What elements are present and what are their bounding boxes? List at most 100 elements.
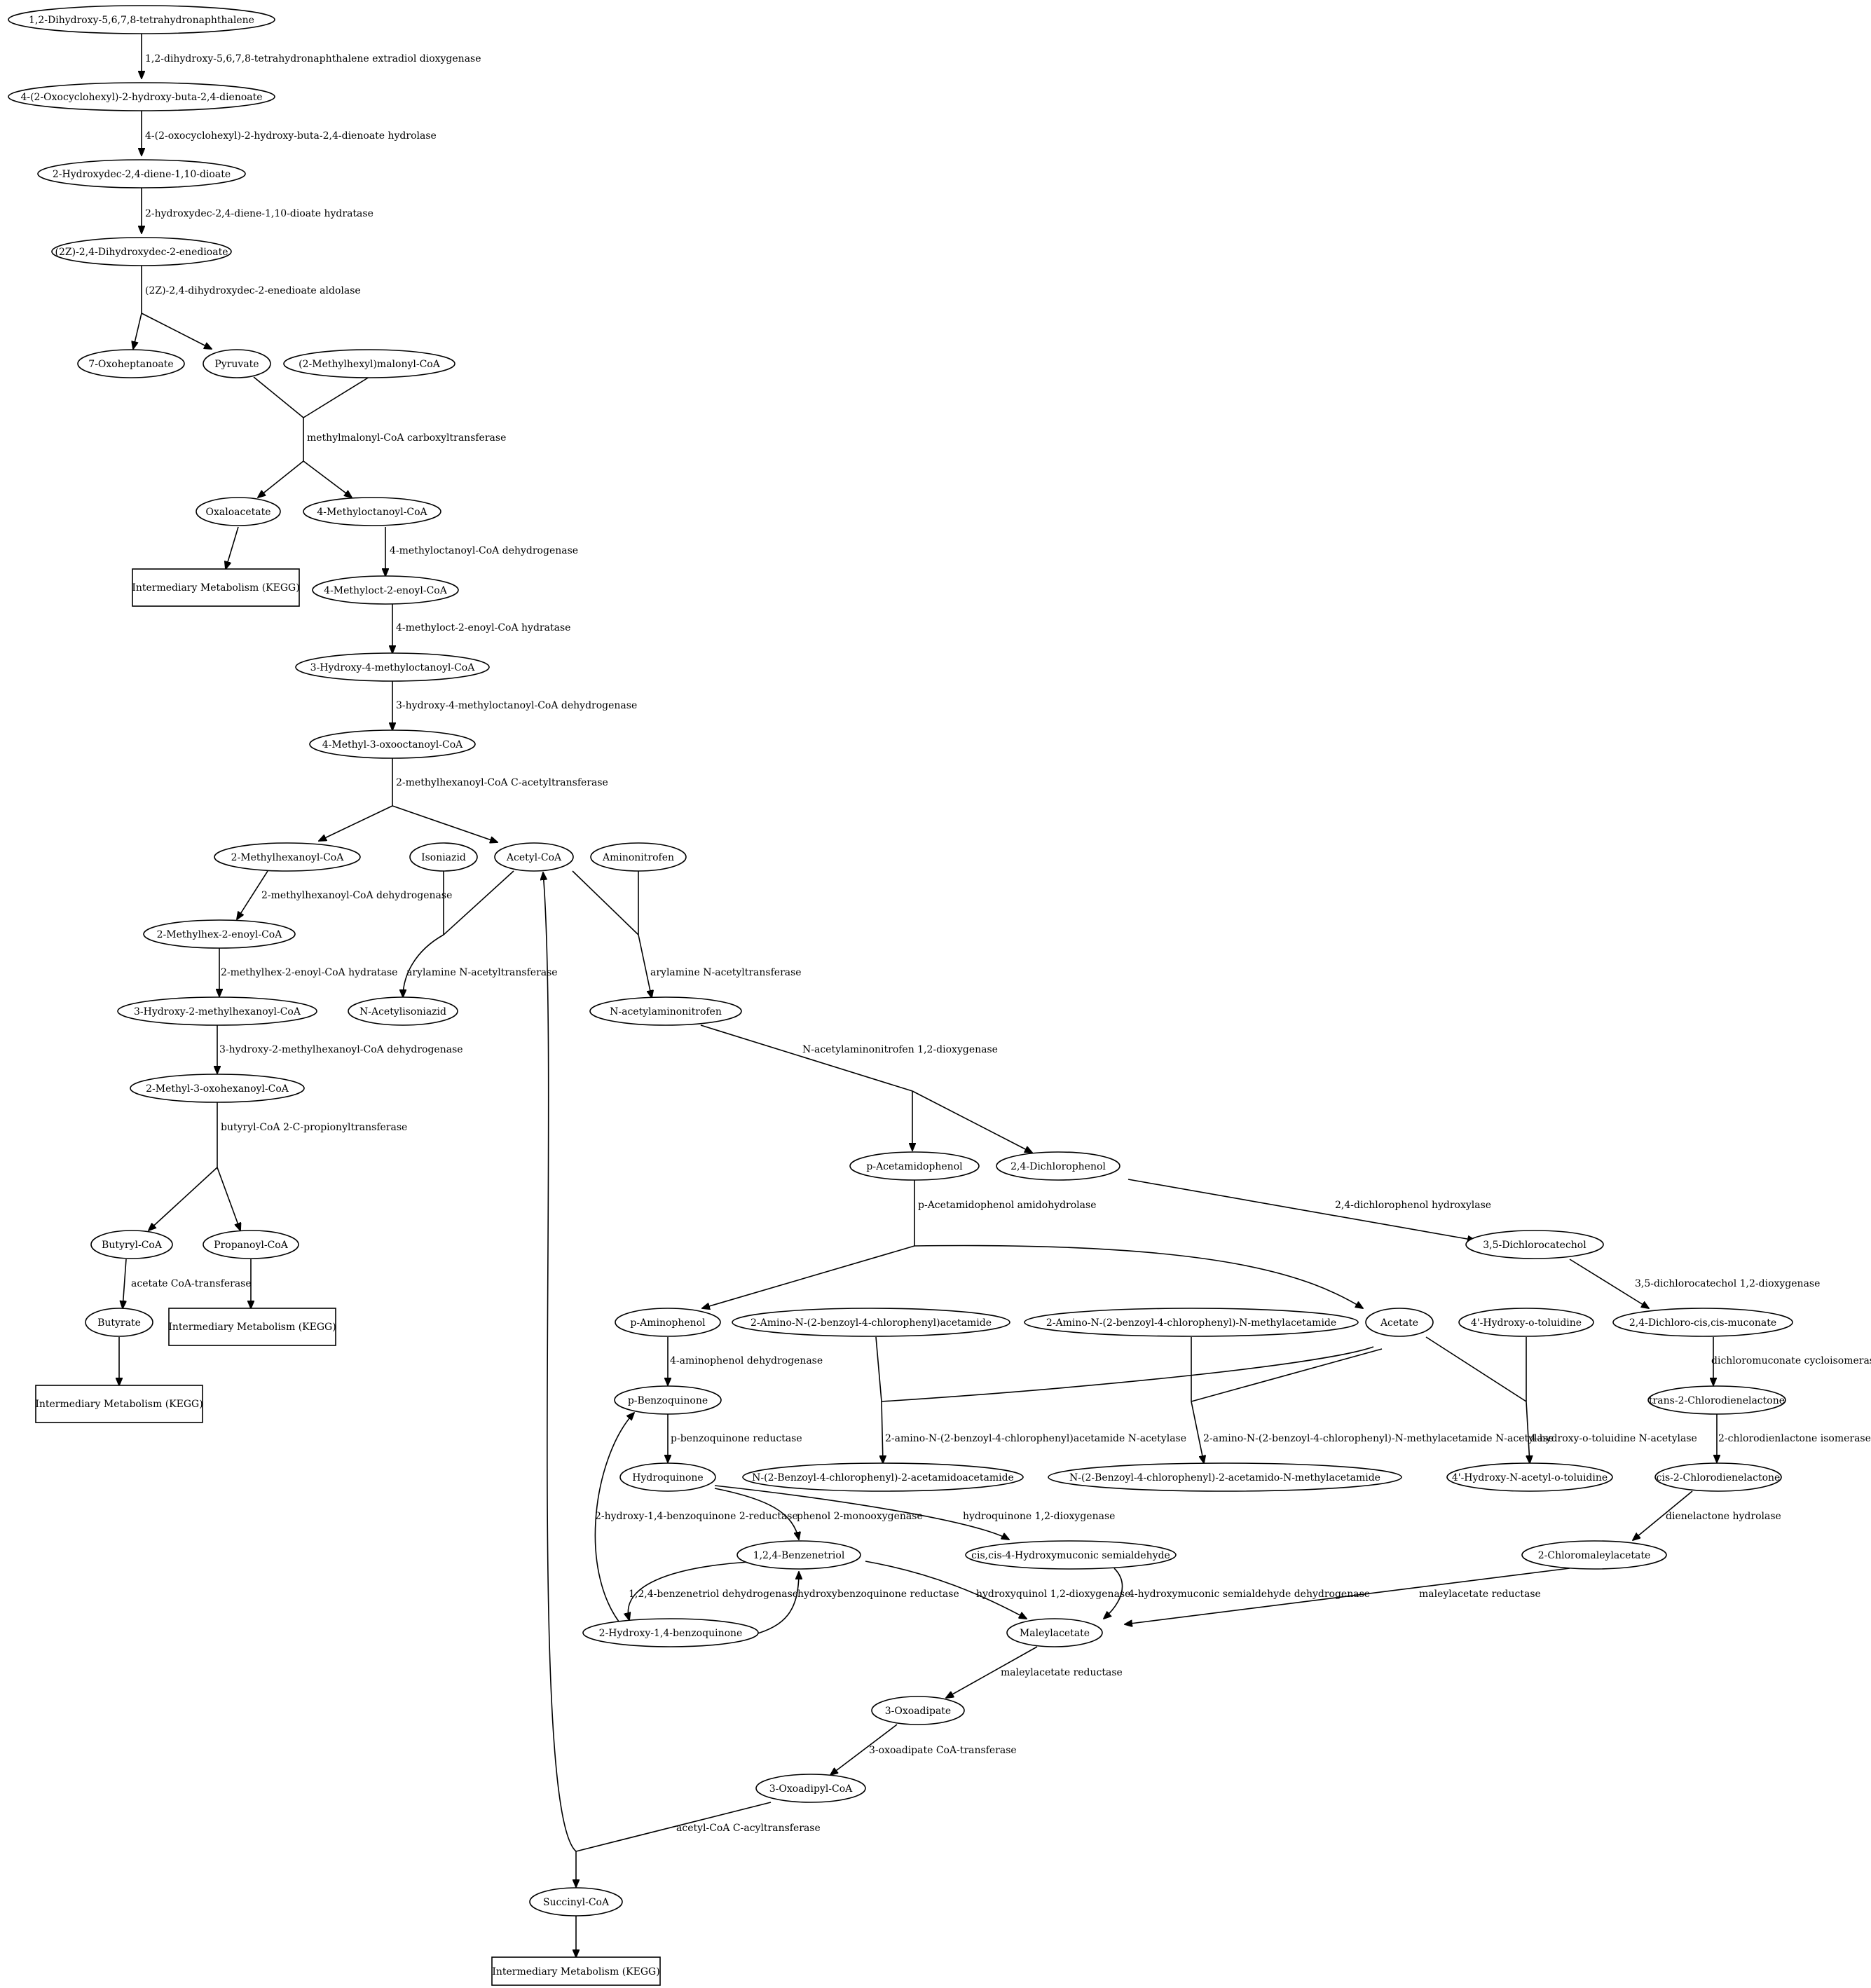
node-compound[interactable]: 2-Amino-N-(2-benzoyl-4-chlorophenyl)-N-m… — [1024, 1308, 1359, 1337]
node-compound[interactable]: 4-(2-Oxocyclohexyl)-2-hydroxy-buta-2,4-d… — [8, 82, 275, 111]
edge-n47-n37 — [594, 1413, 634, 1636]
node-compound[interactable]: 2-Amino-N-(2-benzoyl-4-chlorophenyl)acet… — [732, 1308, 1010, 1337]
node-compound[interactable]: Hydroquinone — [619, 1462, 716, 1492]
node-label: Acetate — [1380, 1317, 1418, 1329]
node-compound[interactable]: Succinyl-CoA — [529, 1887, 623, 1917]
edge-n8-n10 — [226, 526, 239, 569]
node-pathway-link[interactable]: Intermediary Metabolism (KEGG) — [132, 568, 300, 607]
edge-junction-n9 — [303, 460, 352, 498]
node-compound[interactable]: cis,cis-4-Hydroxymuconic semialdehyde — [965, 1540, 1177, 1570]
node-label: Propanoyl-CoA — [214, 1240, 289, 1251]
node-compound[interactable]: Propanoyl-CoA — [203, 1230, 299, 1259]
node-label: 2-Methyl-3-oxohexanoyl-CoA — [146, 1083, 289, 1095]
edge-n44-n48 — [865, 1561, 1027, 1619]
node-compound[interactable]: 7-Oxoheptanoate — [77, 349, 185, 378]
node-compound[interactable]: trans-2-Chlorodienelactone — [1647, 1385, 1786, 1415]
enzyme-label: dichloromuconate cycloisomerase — [1711, 1355, 1871, 1366]
node-compound[interactable]: p-Benzoquinone — [614, 1385, 722, 1415]
enzyme-label: 4-aminophenol dehydrogenase — [670, 1355, 823, 1366]
edge-n27-n35 — [1569, 1259, 1649, 1308]
node-compound[interactable]: cis-2-Chlorodienelactone — [1654, 1462, 1782, 1492]
node-label: 1,2,4-Benzenetriol — [753, 1550, 845, 1561]
node-label: Oxaloacetate — [206, 507, 271, 518]
node-compound[interactable]: Acetyl-CoA — [494, 842, 574, 872]
node-compound[interactable]: Acetate — [1365, 1308, 1434, 1337]
node-compound[interactable]: 2,4-Dichlorophenol — [996, 1151, 1120, 1181]
edge-n44-n47 — [628, 1561, 761, 1620]
node-compound[interactable]: 3,5-Dichlorocatechol — [1465, 1230, 1604, 1259]
node-compound[interactable]: N-acetylaminonitrofen — [589, 996, 742, 1026]
enzyme-label: (2Z)-2,4-dihydroxydec-2-enedioate aldola… — [145, 285, 361, 296]
node-compound[interactable]: 2-Methyl-3-oxohexanoyl-CoA — [130, 1074, 305, 1103]
node-pathway-link[interactable]: Intermediary Metabolism (KEGG) — [35, 1385, 203, 1423]
node-label: p-Aminophenol — [630, 1317, 706, 1329]
enzyme-label: acetyl-CoA C-acyltransferase — [676, 1823, 821, 1834]
enzyme-label: 3-oxoadipate CoA-transferase — [869, 1745, 1017, 1756]
node-label: cis-2-Chlorodienelactone — [1657, 1472, 1781, 1483]
node-compound[interactable]: 2-Hydroxydec-2,4-diene-1,10-dioate — [37, 159, 246, 188]
node-label: 2-Amino-N-(2-benzoyl-4-chlorophenyl)acet… — [751, 1317, 992, 1329]
edge-n39-n45 — [714, 1485, 1009, 1540]
node-compound[interactable]: 3-Oxoadipyl-CoA — [755, 1774, 866, 1803]
node-compound[interactable]: Aminonitrofen — [590, 842, 687, 872]
node-compound[interactable]: (2Z)-2,4-Dihydroxydec-2-enedioate — [51, 237, 232, 266]
enzyme-label: 3-hydroxy-2-methylhexanoyl-CoA dehydroge… — [219, 1044, 463, 1055]
node-label: 4-(2-Oxocyclohexyl)-2-hydroxy-buta-2,4-d… — [20, 92, 262, 103]
node-compound[interactable]: 2-Methylhex-2-enoyl-CoA — [143, 919, 296, 949]
node-label: Intermediary Metabolism (KEGG) — [168, 1322, 336, 1333]
node-label: 2-Hydroxy-1,4-benzoquinone — [599, 1628, 743, 1639]
node-compound[interactable]: Oxaloacetate — [196, 497, 281, 526]
node-compound[interactable]: N-(2-Benzoyl-4-chlorophenyl)-2-acetamido… — [1048, 1462, 1402, 1492]
node-compound[interactable]: 4-Methyl-3-oxooctanoyl-CoA — [309, 729, 476, 759]
node-label: (2Z)-2,4-Dihydroxydec-2-enedioate — [55, 247, 228, 258]
enzyme-label: 1,2,4-benzenetriol dehydrogenase — [629, 1589, 798, 1600]
node-compound[interactable]: p-Aminophenol — [615, 1308, 721, 1337]
node-label: N-(2-Benzoyl-4-chlorophenyl)-2-acetamido… — [752, 1472, 1014, 1483]
node-label: 4'-Hydroxy-N-acetyl-o-toluidine — [1452, 1472, 1608, 1483]
nodes: 1,2-Dihydroxy-5,6,7,8-tetrahydronaphthal… — [8, 5, 1793, 1986]
node-compound[interactable]: 3-Hydroxy-4-methyloctanoyl-CoA — [295, 652, 490, 682]
enzyme-label: butyryl-CoA 2-C-propionyltransferase — [221, 1122, 407, 1133]
node-compound[interactable]: N-Acetylisoniazid — [348, 996, 458, 1026]
node-label: 4-Methyloctanoyl-CoA — [317, 507, 427, 518]
node-compound[interactable]: 4-Methyloctanoyl-CoA — [303, 497, 441, 526]
node-compound[interactable]: Butyryl-CoA — [90, 1230, 173, 1259]
node-compound[interactable]: 3-Oxoadipate — [871, 1696, 965, 1725]
node-compound[interactable]: 4'-Hydroxy-N-acetyl-o-toluidine — [1446, 1462, 1613, 1492]
node-compound[interactable]: Isoniazid — [409, 842, 478, 872]
edges — [119, 34, 1717, 1957]
node-pathway-link[interactable]: Intermediary Metabolism (KEGG) — [491, 1956, 661, 1986]
node-compound[interactable]: 1,2-Dihydroxy-5,6,7,8-tetrahydronaphthal… — [8, 5, 275, 34]
node-label: 1,2-Dihydroxy-5,6,7,8-tetrahydronaphthal… — [29, 15, 254, 26]
enzyme-label: hydroquinone 1,2-dioxygenase — [963, 1511, 1115, 1522]
node-compound[interactable]: 2-Chloromaleylacetate — [1521, 1540, 1667, 1570]
node-compound[interactable]: 2-Hydroxy-1,4-benzoquinone — [582, 1618, 759, 1647]
node-compound[interactable]: 2,4-Dichloro-cis,cis-muconate — [1612, 1308, 1793, 1337]
node-compound[interactable]: Pyruvate — [203, 349, 271, 378]
node-compound[interactable]: (2-Methylhexyl)malonyl-CoA — [283, 349, 455, 378]
node-compound[interactable]: 2-Methylhexanoyl-CoA — [214, 842, 361, 872]
node-compound[interactable]: Maleylacetate — [1006, 1618, 1103, 1647]
node-label: 2-Methylhex-2-enoyl-CoA — [157, 929, 283, 940]
edge-n31-junction — [875, 1336, 882, 1402]
edge-n33-junction-a — [881, 1346, 1374, 1402]
node-pathway-link[interactable]: Intermediary Metabolism (KEGG) — [168, 1308, 336, 1346]
node-compound[interactable]: 1,2,4-Benzenetriol — [736, 1540, 861, 1570]
node-compound[interactable]: 4-Methyloct-2-enoyl-CoA — [312, 575, 459, 605]
node-compound[interactable]: Butyrate — [85, 1308, 153, 1337]
node-label: 3-Oxoadipate — [885, 1706, 951, 1717]
enzyme-label: hydroxybenzoquinone reductase — [797, 1589, 959, 1600]
edge-n43-n46 — [1633, 1490, 1693, 1540]
enzyme-label: 4-(2-oxocyclohexyl)-2-hydroxy-buta-2,4-d… — [145, 130, 437, 142]
node-label: N-acetylaminonitrofen — [610, 1006, 722, 1017]
node-label: Intermediary Metabolism (KEGG) — [492, 1966, 659, 1977]
node-compound[interactable]: 4'-Hydroxy-o-toluidine — [1458, 1308, 1594, 1337]
node-compound[interactable]: 3-Hydroxy-2-methylhexanoyl-CoA — [117, 996, 317, 1026]
node-label: (2-Methylhexyl)malonyl-CoA — [299, 359, 441, 370]
enzyme-label: hydroxyquinol 1,2-dioxygenase — [976, 1589, 1130, 1600]
node-compound[interactable]: p-Acetamidophenol — [849, 1151, 980, 1181]
node-compound[interactable]: N-(2-Benzoyl-4-chlorophenyl)-2-acetamido… — [742, 1462, 1024, 1492]
edge-n16-junction-a — [443, 870, 514, 935]
node-label: Butyryl-CoA — [102, 1240, 163, 1251]
